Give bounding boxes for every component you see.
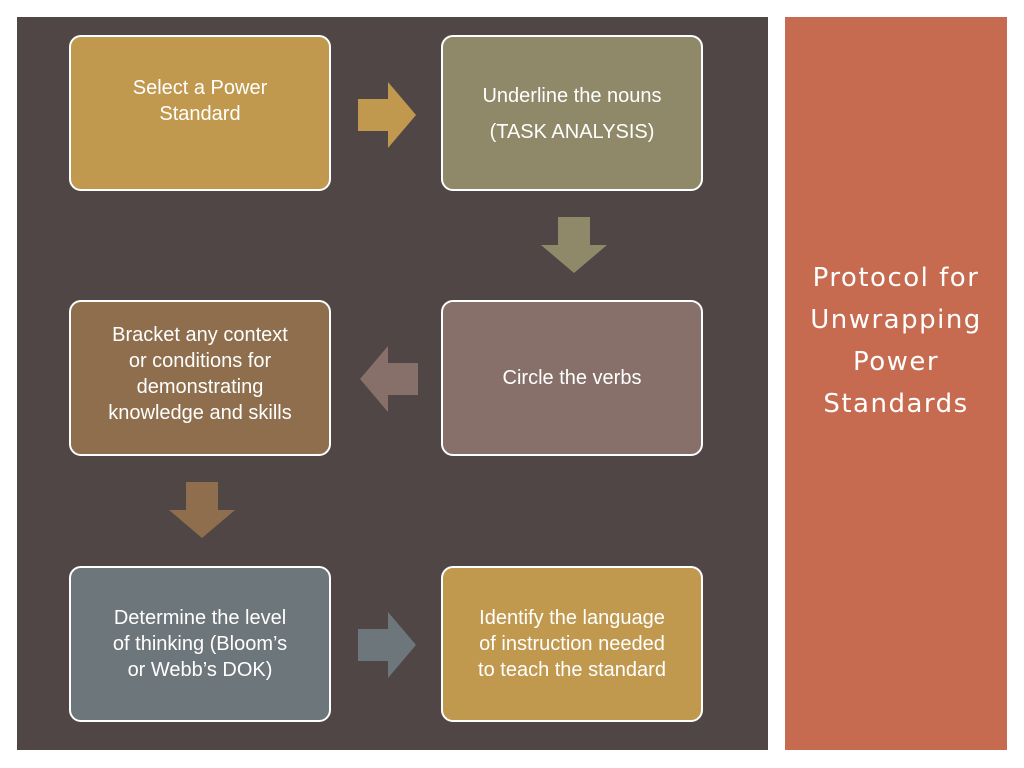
right-arrow-icon: [358, 612, 416, 678]
step-6-line-3: to teach the standard: [478, 659, 666, 681]
step-determine-thinking-level: Determine the level of thinking (Bloom’s…: [69, 566, 331, 722]
step-1-line-2: Standard: [159, 103, 241, 125]
step-underline-nouns: Underline the nouns (TASK ANALYSIS): [441, 35, 703, 191]
step-6-line-2: of instruction needed: [479, 633, 665, 655]
step-identify-instruction-language: Identify the language of instruction nee…: [441, 566, 703, 722]
step-6-line-1: Identify the language: [479, 607, 665, 629]
step-2-line-1: Underline the nouns: [482, 85, 662, 107]
down-arrow-icon: [169, 482, 235, 538]
down-arrow-icon: [541, 217, 607, 273]
step-4-line-2: or conditions for: [128, 350, 272, 372]
step-4-line-3: demonstrating: [136, 376, 264, 398]
step-1-line-1: Select a Power: [132, 77, 268, 99]
step-4-line-4: knowledge and skills: [108, 402, 292, 424]
step-circle-verbs: Circle the verbs: [441, 300, 703, 456]
step-4-line-1: Bracket any context: [112, 324, 288, 346]
step-5-line-1: Determine the level: [113, 607, 287, 629]
slide-title: Protocol for Unwrapping Power Standards: [785, 257, 1007, 425]
step-bracket-context: Bracket any context or conditions for de…: [69, 300, 331, 456]
title-panel: Protocol for Unwrapping Power Standards: [785, 17, 1007, 750]
title-line-4: Standards: [823, 389, 969, 419]
step-select-power-standard: Select a Power Standard: [69, 35, 331, 191]
step-5-line-2: of thinking (Bloom’s: [112, 633, 288, 655]
title-line-1: Protocol for: [812, 263, 980, 293]
step-5-line-3: or Webb’s DOK): [127, 659, 273, 681]
step-3-line-1: Circle the verbs: [502, 367, 642, 389]
title-line-3: Power: [852, 347, 940, 377]
left-arrow-icon: [360, 346, 418, 412]
step-2-line-2: (TASK ANALYSIS): [489, 121, 655, 143]
right-arrow-icon: [358, 82, 416, 148]
title-line-2: Unwrapping: [810, 305, 982, 335]
